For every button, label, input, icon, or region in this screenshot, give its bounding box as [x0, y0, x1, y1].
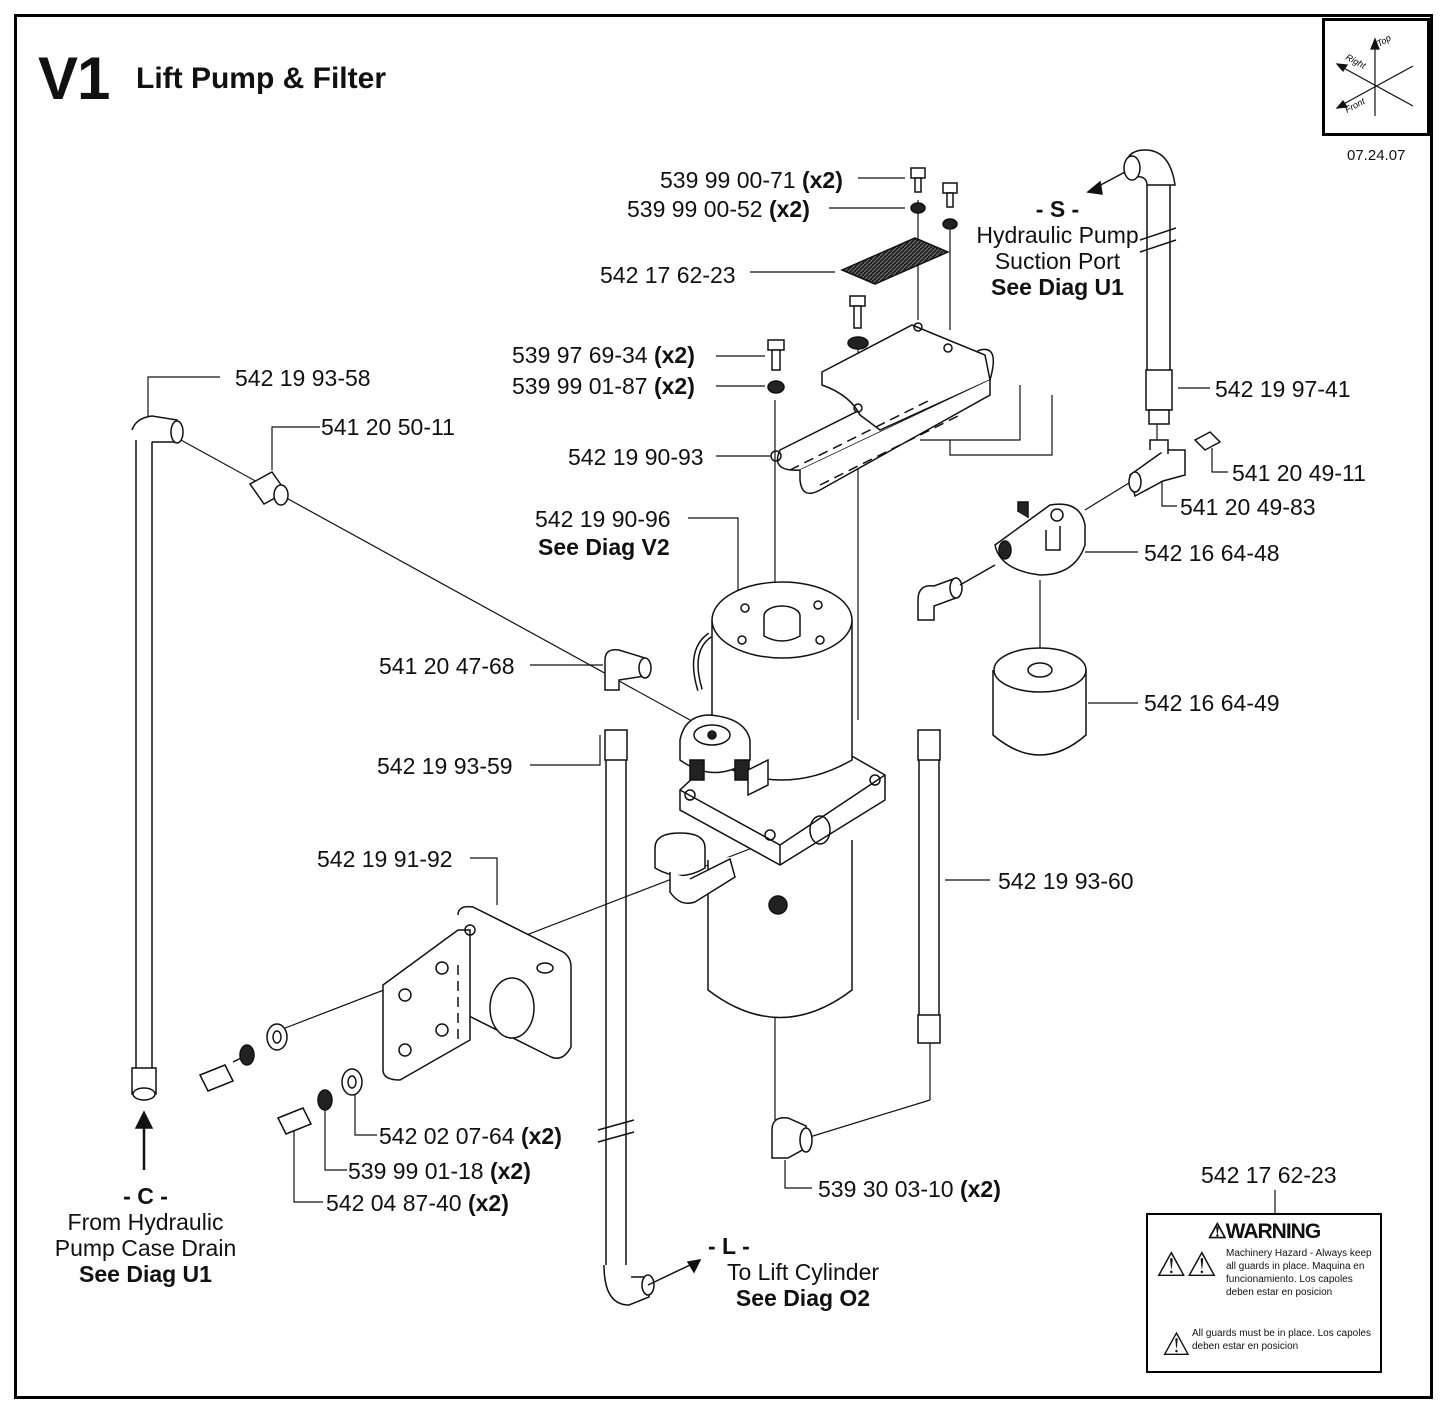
fitting-541-20-50-11: [248, 471, 289, 506]
axis-icon: Top Right Front: [1335, 33, 1414, 116]
callout-s: - S - Hydraulic Pump Suction Port See Di…: [976, 196, 1139, 300]
label-542-17-62-23: 542 17 62-23: [600, 262, 736, 288]
hose-542-19-93-58: [131, 415, 184, 1101]
diagram-code: V1: [38, 45, 110, 112]
callout-l: - L - To Lift Cylinder See Diag O2: [708, 1233, 880, 1311]
label-541-20-50-11: 541 20 50-11: [321, 414, 455, 440]
label-542-17-62-23-decal: 542 17 62-23: [1201, 1162, 1337, 1188]
page-title: Lift Pump & Filter: [136, 62, 386, 95]
compass-top: Top: [1375, 33, 1393, 49]
hose-542-19-97-41: [1086, 149, 1177, 425]
compass-front: Front: [1343, 96, 1367, 115]
label-541-20-49-83: 541 20 49-83: [1180, 494, 1316, 520]
diagram-frame: [14, 14, 1433, 1399]
label-539-30-03-10: 539 30 03-10 (x2): [818, 1176, 1001, 1202]
warning-triangle-icon: ⚠: [1207, 1220, 1227, 1243]
warning-text-1: Machinery Hazard - Always keep all guard…: [1226, 1248, 1372, 1298]
label-542-19-91-92: 542 19 91-92: [317, 846, 453, 872]
label-542-19-97-41: 542 19 97-41: [1215, 376, 1351, 402]
label-542-16-64-48: 542 16 64-48: [1144, 540, 1280, 566]
warning-heading: ⚠WARNING: [1207, 1220, 1321, 1243]
elbow-539-30-03-10: [771, 1117, 813, 1159]
elbow-541-20-47-68: [604, 648, 652, 691]
label-539-99-00-71: 539 99 00-71 (x2): [660, 167, 843, 193]
label-541-20-49-11: 541 20 49-11: [1232, 460, 1366, 486]
hose-542-19-93-59: [597, 729, 702, 1306]
guard-hazard-icon: ⚠: [1162, 1326, 1191, 1362]
warning-text-2: All guards must be in place. Los capoles…: [1192, 1328, 1371, 1352]
compass-right: Right: [1344, 52, 1368, 71]
label-542-19-90-96: 542 19 90-96: [535, 506, 671, 532]
label-542-19-90-93: 542 19 90-93: [568, 444, 704, 470]
mount-bracket-542-19-91-92: [382, 905, 572, 1081]
callout-c: - C - From Hydraulic Pump Case Drain See…: [54, 1183, 237, 1287]
label-542-19-93-58: 542 19 93-58: [235, 365, 371, 391]
hose-542-19-93-60: [917, 564, 996, 1044]
label-541-20-47-68: 541 20 47-68: [379, 653, 515, 679]
bracket-542-19-90-93: [770, 322, 995, 495]
label-542-19-93-59: 542 19 93-59: [377, 753, 513, 779]
filter-head-542-16-64-48: [994, 501, 1086, 576]
label-542-19-93-60: 542 19 93-60: [998, 868, 1134, 894]
warning-decal: ⚠WARNING ⚠⚠ Machinery Hazard - Always ke…: [1146, 1213, 1382, 1373]
label-542-02-07-64: 542 02 07-64 (x2): [379, 1123, 562, 1149]
label-542-16-64-49: 542 16 64-49: [1144, 690, 1280, 716]
orientation-compass: Top Right Front: [1322, 18, 1430, 136]
label-see-diag-v2: See Diag V2: [538, 534, 670, 560]
revision-date: 07.24.07: [1347, 147, 1406, 164]
arrow-c: [134, 1110, 154, 1170]
hand-hazard-icon: ⚠⚠: [1156, 1246, 1217, 1284]
top-hardware: [767, 167, 958, 394]
label-539-99-00-52: 539 99 00-52 (x2): [627, 196, 810, 222]
pump-assembly: [654, 581, 886, 1019]
label-542-04-87-40: 542 04 87-40 (x2): [326, 1190, 509, 1216]
fittings-541-20-49: [1128, 431, 1222, 498]
filter-542-16-64-49: [992, 647, 1087, 756]
bracket-hardware: [198, 1023, 363, 1135]
label-539-99-01-18: 539 99 01-18 (x2): [348, 1158, 531, 1184]
label-539-97-69-34: 539 97 69-34 (x2): [512, 342, 695, 368]
label-539-99-01-87: 539 99 01-87 (x2): [512, 373, 695, 399]
